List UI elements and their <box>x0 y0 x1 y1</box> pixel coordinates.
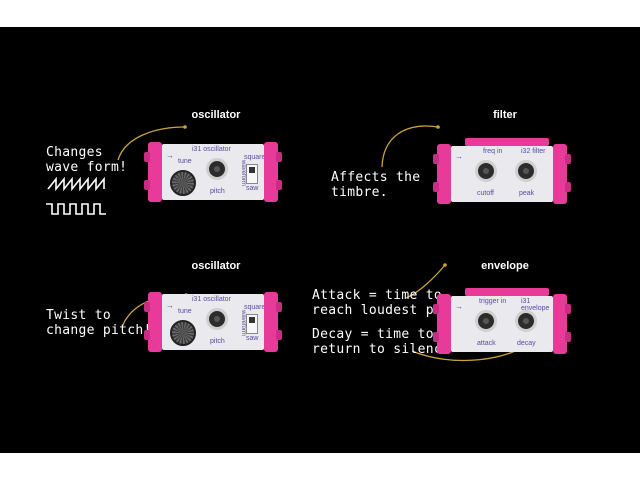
decay-knob[interactable] <box>515 310 537 332</box>
module-connector-right <box>264 292 282 352</box>
label-peak: peak <box>519 190 535 197</box>
label-attack: attack <box>477 340 496 347</box>
cutoff-knob[interactable] <box>475 160 497 182</box>
label-pitch: pitch <box>210 338 225 345</box>
note-decay: Decay = time to return to silence <box>312 327 451 357</box>
pitch-knob[interactable] <box>206 308 228 330</box>
module-connector-right <box>553 144 571 204</box>
title-oscillator-2: oscillator <box>191 260 241 272</box>
module-board: → i31 oscillator tune pitch square saw w… <box>162 294 266 350</box>
module-connector-right <box>553 294 571 354</box>
square-wave-icon <box>46 203 106 215</box>
label-freq-in: freq in <box>483 148 503 155</box>
waveform-switch[interactable] <box>246 314 258 334</box>
label-tune: tune <box>178 308 192 315</box>
module-connector-left <box>433 294 451 354</box>
module-board: → freq in i32 filter cutoff peak <box>451 146 553 202</box>
oscillator-module-2: → i31 oscillator tune pitch square saw w… <box>144 292 282 352</box>
module-name: i31 oscillator <box>192 146 231 153</box>
filter-top-input <box>465 138 549 146</box>
arrow-icon: → <box>166 151 174 160</box>
title-oscillator-1: oscillator <box>191 109 241 121</box>
peak-knob[interactable] <box>515 160 537 182</box>
module-name: i31 envelope <box>521 298 550 312</box>
note-affects-timbre: Affects the timbre. <box>331 170 421 200</box>
title-filter: filter <box>493 109 517 121</box>
module-board: → i31 oscillator tune pitch square saw w… <box>162 144 266 200</box>
filter-module: → freq in i32 filter cutoff peak <box>433 138 571 204</box>
module-connector-left <box>144 292 162 352</box>
arrow-icon: → <box>455 302 463 311</box>
oscillator-module-1: → i31 oscillator tune pitch square saw w… <box>144 142 282 202</box>
note-changes-waveform: Changes wave form! <box>46 145 128 175</box>
label-waveform: waveform <box>240 159 247 187</box>
envelope-top-input <box>465 288 549 296</box>
label-saw: saw <box>246 185 259 192</box>
title-envelope: envelope <box>481 260 529 272</box>
label-waveform: waveform <box>240 309 247 337</box>
module-connector-right <box>264 142 282 202</box>
module-connector-left <box>144 142 162 202</box>
label-saw: saw <box>246 335 259 342</box>
attack-knob[interactable] <box>475 310 497 332</box>
envelope-module: → trigger in i31 envelope attack decay <box>433 288 571 354</box>
annotation-curves <box>46 125 540 362</box>
label-square: square <box>244 154 266 161</box>
tune-thumbwheel[interactable] <box>170 170 196 196</box>
arrow-icon: → <box>455 152 463 161</box>
illustration: oscillator filter oscillator envelope Ch… <box>0 27 640 453</box>
label-decay: decay <box>517 340 536 347</box>
module-board: → trigger in i31 envelope attack decay <box>451 296 553 352</box>
module-connector-left <box>433 144 451 204</box>
pitch-knob[interactable] <box>206 158 228 180</box>
saw-wave-icon <box>47 176 105 192</box>
tune-thumbwheel[interactable] <box>170 320 196 346</box>
label-cutoff: cutoff <box>477 190 494 197</box>
curve-attack <box>405 264 446 299</box>
waveform-switch[interactable] <box>246 164 258 184</box>
module-name: i32 filter <box>521 148 546 155</box>
module-name: i31 oscillator <box>192 296 231 303</box>
label-pitch: pitch <box>210 188 225 195</box>
label-trigger-in: trigger in <box>479 298 507 305</box>
label-square: square <box>244 304 266 311</box>
curve-oscillator-top <box>117 126 186 161</box>
note-twist-pitch: Twist to change pitch! <box>46 308 152 338</box>
label-tune: tune <box>178 158 192 165</box>
arrow-icon: → <box>166 301 174 310</box>
curve-filter <box>381 125 439 168</box>
